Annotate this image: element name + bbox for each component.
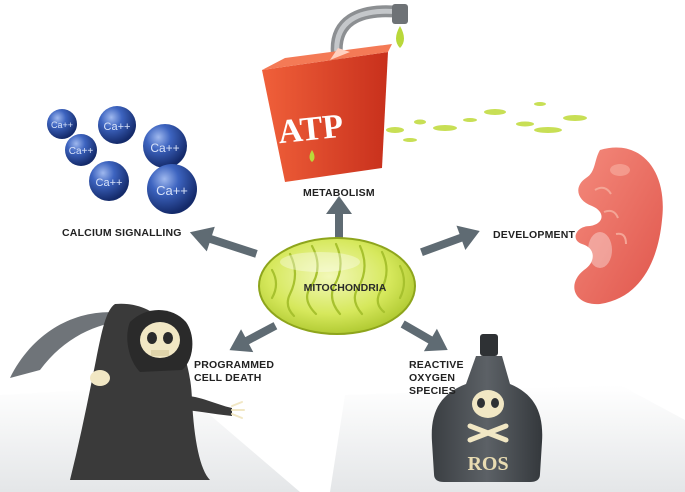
calcium-ball: Ca++ <box>143 124 187 168</box>
calcium-ball: Ca++ <box>47 109 77 139</box>
arrows <box>189 196 480 353</box>
ros-label-line2: OXYGEN <box>409 372 456 384</box>
cell-death-label-line2: CELL DEATH <box>194 372 262 384</box>
embryo-illustration <box>574 147 663 305</box>
svg-text:Ca++: Ca++ <box>156 183 188 198</box>
metabolism-label: METABOLISM <box>303 187 375 199</box>
ros-text: ROS <box>467 453 508 475</box>
svg-text:Ca++: Ca++ <box>150 141 179 155</box>
arrow-to-calcium <box>189 226 258 258</box>
green-splashes <box>386 102 587 142</box>
mitochondria-label: MITOCHONDRIA <box>303 282 387 294</box>
atp-text: ATP <box>276 108 345 152</box>
reactive-oxygen-species-label: REACTIVE OXYGEN SPECIES <box>409 359 464 398</box>
arrow-to-development <box>420 225 480 256</box>
svg-text:Ca++: Ca++ <box>104 121 131 133</box>
programmed-cell-death-label: PROGRAMMED CELL DEATH <box>194 359 274 385</box>
calcium-ball: Ca++ <box>147 164 197 214</box>
arrow-to-cell-death <box>229 322 278 353</box>
calcium-ball: Ca++ <box>89 161 129 201</box>
ros-label-line3: SPECIES <box>409 385 456 397</box>
calcium-signalling-label: CALCIUM SIGNALLING <box>62 227 182 239</box>
atp-can-illustration: ATP <box>262 4 408 182</box>
calcium-ball: Ca++ <box>65 134 97 166</box>
svg-text:Ca++: Ca++ <box>51 120 73 130</box>
mitochondrion-illustration <box>258 237 416 335</box>
ros-bottle-illustration: ROS <box>431 334 543 482</box>
ros-label-line1: REACTIVE <box>409 359 464 371</box>
calcium-ions-illustration: Ca++ Ca++ Ca++ Ca++ Ca++ Ca++ <box>47 106 197 214</box>
development-label: DEVELOPMENT <box>493 229 576 241</box>
svg-text:Ca++: Ca++ <box>96 177 123 189</box>
cell-death-label-line1: PROGRAMMED <box>194 359 275 371</box>
svg-text:Ca++: Ca++ <box>69 146 94 157</box>
arrow-to-metabolism <box>326 196 352 246</box>
arrow-to-ros <box>400 320 448 352</box>
calcium-ball: Ca++ <box>98 106 136 144</box>
grim-reaper-illustration <box>10 303 245 480</box>
